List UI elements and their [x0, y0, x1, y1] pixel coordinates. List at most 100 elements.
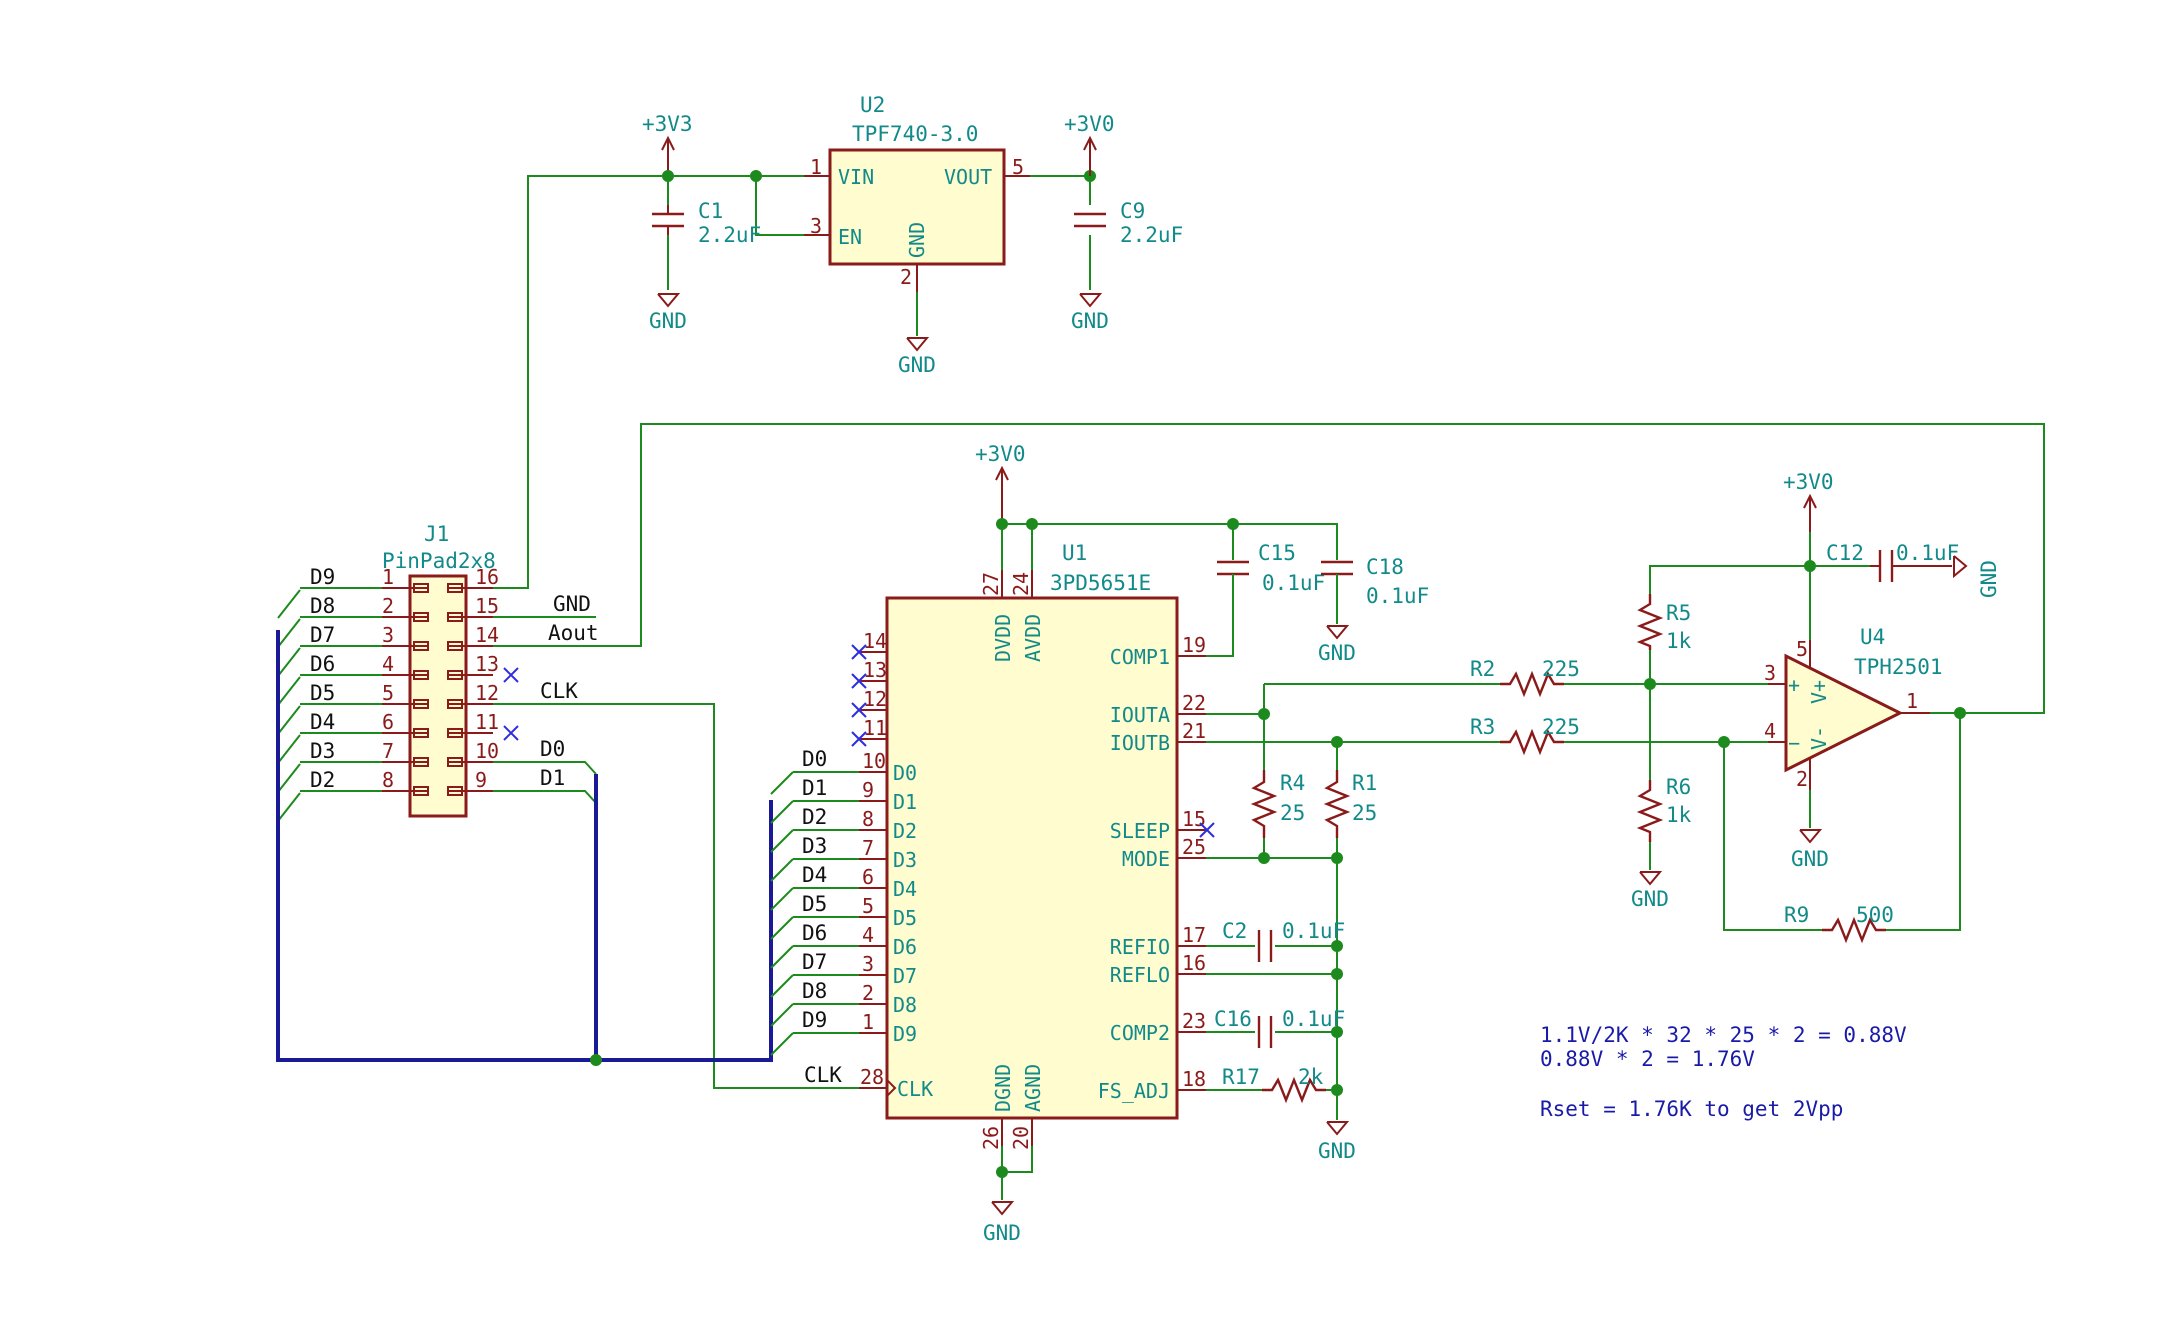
bus-entry	[770, 916, 794, 940]
u1-pin-name: D2	[893, 819, 917, 843]
net-label-right: Aout	[548, 621, 599, 645]
u1-pin-name: D7	[893, 964, 917, 988]
c9-ref: C9	[1120, 199, 1145, 223]
j1-pin-number-left: 8	[382, 768, 394, 792]
u4-minus-sign: −	[1788, 731, 1800, 755]
u1-pin-name: REFLO	[1110, 963, 1170, 987]
u2-ldo: 1 3 5 2 VIN EN VOUT GND U2 TPF740-3.0	[804, 93, 1030, 292]
u1-pin-name: D9	[893, 1022, 917, 1046]
resistor-r17: R17 2k	[1222, 1065, 1326, 1104]
no-connect-marker	[851, 702, 867, 718]
u1-pin-name: AGND	[1021, 1064, 1045, 1112]
u1-pin-number: 28	[860, 1065, 884, 1089]
gnd-label: GND	[983, 1221, 1021, 1245]
u1-pin-name: COMP1	[1110, 645, 1170, 669]
u1-pin-number: 23	[1182, 1009, 1206, 1033]
net-label-left: D4	[310, 710, 335, 734]
j1-pad-left	[413, 786, 429, 796]
gnd-label: GND	[649, 309, 687, 333]
u1-pin-number: 17	[1182, 923, 1206, 947]
j1-pin-number-left: 3	[382, 623, 394, 647]
net-label: D1	[802, 776, 827, 800]
j1-d0-wire	[493, 761, 597, 775]
resistor-r1: R1 25	[1323, 770, 1377, 838]
u4-pin-vplus: V+	[1807, 680, 1831, 704]
capacitor-c2: C2 0.1uF	[1222, 919, 1345, 962]
r3-value: 225	[1542, 715, 1580, 739]
j1-pin-number-right: 12	[475, 681, 499, 705]
u1-pin-name: IOUTA	[1110, 703, 1170, 727]
c18-value: 0.1uF	[1366, 584, 1429, 608]
power-flag-3v0-u4: +3V0	[1783, 470, 1834, 532]
j1-pin-number-left: 1	[382, 565, 394, 589]
u4-ref: U4	[1860, 625, 1885, 649]
u1-pin-name: SLEEP	[1110, 819, 1170, 843]
j1-ref: J1	[424, 522, 449, 546]
u1-pin-name: DVDD	[991, 614, 1015, 662]
j1-pin-number-right: 11	[475, 710, 499, 734]
bus-entry	[277, 618, 301, 648]
j1-pin-number-left: 7	[382, 739, 394, 763]
j1-pin-number-left: 6	[382, 710, 394, 734]
net-label: D5	[802, 892, 827, 916]
u4-pin-1: 1	[1906, 689, 1918, 713]
bus-entry	[277, 763, 301, 793]
gnd-symbol-c18: GND	[1318, 625, 1356, 665]
no-connect-marker	[1199, 822, 1215, 838]
power-flag-3v0-label: +3V0	[1064, 112, 1115, 136]
r2-value: 225	[1542, 657, 1580, 681]
u1-pin-number: 14	[863, 629, 887, 653]
design-notes: 1.1V/2K * 32 * 25 * 2 = 0.88V 0.88V * 2 …	[1540, 1023, 1907, 1121]
j1-pad-right	[447, 786, 463, 796]
net-label: CLK	[804, 1063, 842, 1087]
c15-value: 0.1uF	[1262, 571, 1325, 595]
bus-entry	[770, 1032, 794, 1056]
u1-pin-number: 26	[979, 1126, 1003, 1150]
gnd-symbol-c1: GND	[649, 293, 687, 333]
u1-pin-number: 8	[862, 807, 874, 831]
net-label-left: D9	[310, 565, 335, 589]
power-flag-3v3: +3V3	[642, 112, 693, 176]
u1-ref: U1	[1062, 541, 1087, 565]
u1-pin-name: CLK	[897, 1077, 933, 1101]
power-flag-3v0-label: +3V0	[1783, 470, 1834, 494]
u1-pin-number: 2	[862, 981, 874, 1005]
bus-entry	[277, 647, 301, 677]
u1-pin-name: MODE	[1122, 847, 1170, 871]
capacitor-c16: C16 0.1uF	[1214, 1007, 1345, 1048]
u4-value: TPH2501	[1854, 655, 1943, 679]
u1-pin-number: 5	[862, 894, 874, 918]
capacitor-c15: C15 0.1uF	[1217, 541, 1325, 595]
j1-pin-number-right: 10	[475, 739, 499, 763]
u1-pin-number: 25	[1182, 835, 1206, 859]
j1-pin-number-right: 9	[475, 768, 487, 792]
u1-pin-number: 13	[863, 658, 887, 682]
c12-ref: C12	[1826, 541, 1864, 565]
net-label: D0	[802, 747, 827, 771]
u1-pin-number: 15	[1182, 807, 1206, 831]
gnd-symbol-u2: GND	[898, 337, 936, 377]
u2-pin-vout: VOUT	[944, 165, 992, 189]
net-label: D3	[802, 834, 827, 858]
clock-marker	[886, 1079, 897, 1097]
u1-pin-number: 1	[862, 1010, 874, 1034]
net-label-left: D5	[310, 681, 335, 705]
bus-entry	[770, 829, 794, 853]
u1-pin-number: 22	[1182, 691, 1206, 715]
u1-pin-number: 10	[862, 749, 886, 773]
j1-pad-left	[413, 699, 429, 709]
bus-entry	[770, 945, 794, 969]
net-label: D6	[802, 921, 827, 945]
u1-pin-number: 9	[862, 778, 874, 802]
bus-entry	[277, 792, 301, 822]
bus-entry	[770, 887, 794, 911]
c9-value: 2.2uF	[1120, 223, 1183, 247]
net-label-left: D3	[310, 739, 335, 763]
r9-ref: R9	[1784, 903, 1809, 927]
u1-pin-name: D0	[893, 761, 917, 785]
power-flag-3v0-u2: +3V0	[1064, 112, 1115, 176]
bus-entry	[770, 974, 794, 998]
r6-ref: R6	[1666, 775, 1691, 799]
j1-pad-right	[447, 728, 463, 738]
gnd-symbol-fsadj: GND	[1318, 1121, 1356, 1163]
